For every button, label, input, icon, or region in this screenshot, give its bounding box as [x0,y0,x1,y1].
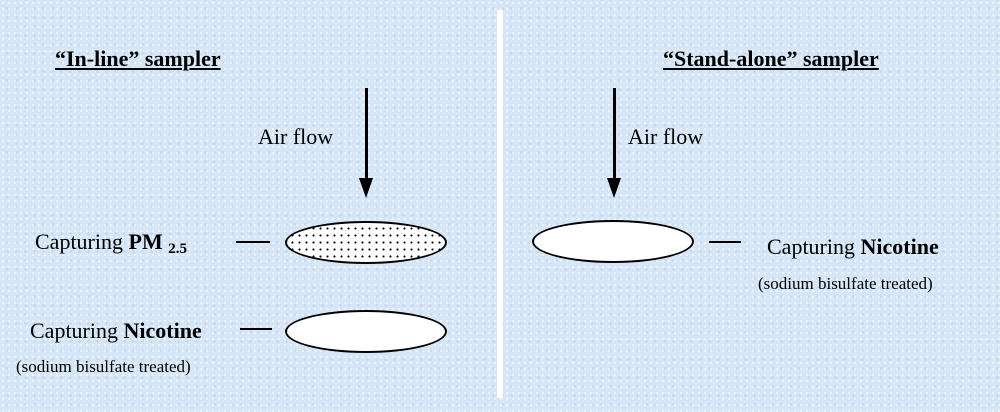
right-nicotine-label-prefix: Capturing [767,234,861,259]
left-airflow-arrow-shaft [365,88,368,180]
right-nicotine-filter-ellipse [532,220,694,263]
left-nicotine-leader-line [240,328,272,330]
pm-filter-leader-line [236,241,270,243]
right-airflow-label: Air flow [628,124,704,149]
left-nicotine-filter-ellipse [285,310,447,353]
panel-divider [497,10,503,398]
left-nicotine-note: (sodium bisulfate treated) [16,357,191,376]
right-airflow-arrow-head [607,178,621,198]
right-nicotine-note: (sodium bisulfate treated) [758,274,933,293]
pm-filter-label-bold: PM [128,229,163,254]
pm-filter-label-prefix: Capturing [35,229,129,254]
right-airflow-arrow-shaft [613,88,616,180]
right-nicotine-leader-line [709,241,741,243]
right-nicotine-label-bold: Nicotine [860,234,939,259]
left-airflow-label: Air flow [258,124,334,149]
pm-filter-label-subscript: 2.5 [168,241,187,257]
left-nicotine-label-prefix: Capturing [30,318,124,343]
left-nicotine-filter-label: Capturing Nicotine [30,318,202,344]
pm-filter-ellipse [285,221,447,264]
standalone-sampler-title: “Stand-alone” sampler [663,46,879,71]
right-nicotine-filter-label: Capturing Nicotine [767,234,939,260]
inline-sampler-title: “In-line” sampler [55,46,221,71]
pm-filter-label: Capturing PM 2.5 [35,229,187,257]
left-airflow-arrow-head [359,178,373,198]
left-nicotine-label-bold: Nicotine [123,318,202,343]
